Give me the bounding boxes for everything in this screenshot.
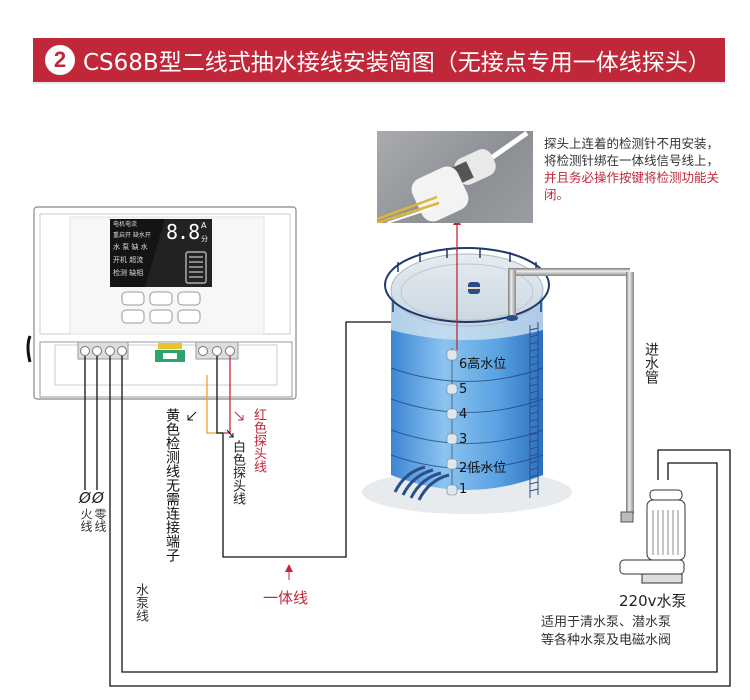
ladder-rung [529,376,539,380]
ladder-rung [529,334,539,338]
lcd-unit-a: A [201,221,207,230]
ladder-rung [529,390,539,394]
lcd-row-start: 开机 超流 [113,256,144,264]
fire-wire-label: 火线 [79,508,93,532]
ladder-rung [529,362,539,366]
yellow-wire-label: 黄色检测线无需连接端子 [164,408,180,562]
controller-button-4 [121,309,145,324]
level-label-4: 4 [459,407,468,422]
ladder-rung [529,467,539,471]
controller-unit [26,206,297,400]
ladder-rung [529,481,539,485]
zero-symbol: Ø [92,489,104,507]
probe-install-note: 探头上连着的检测针不用安装，将检测针绑在一体线信号线上，并且务必操作按键将检测功… [544,135,730,203]
ladder-rung [529,327,539,331]
ladder-rung [529,369,539,373]
terminal-block-left [77,341,129,360]
ladder-rung [529,446,539,450]
probe-photo [377,131,533,223]
water-tank [362,247,572,514]
diagram-title: CS68B型二线式抽水接线安装简图（无接点专用一体线探头） [83,50,711,76]
ladder-rung [529,453,539,457]
zero-wire-label: 零线 [93,508,107,532]
submersible-pump [619,489,686,584]
pump-title: 220v水泵 [619,592,687,610]
controller-button-1 [121,291,145,306]
controller-button-3 [177,291,201,306]
ladder-rung [529,397,539,401]
ladder-rung [529,439,539,443]
ladder-rung [529,474,539,478]
lcd-row-pump: 水 泵 缺 水 [113,243,148,251]
ladder-rung [529,418,539,422]
ladder-rung [529,383,539,387]
controller-button-6 [177,309,201,324]
title-banner: 2 CS68B型二线式抽水接线安装简图（无接点专用一体线探头） [33,38,725,84]
lcd-unit-min: 分 [201,235,208,243]
lcd-digits: 8.8 [166,220,200,244]
pump-wires [109,356,731,687]
lcd-row-restart: 重启开 缺水开 [113,232,151,239]
level-label-3: 3 [459,432,468,447]
red-probe-label: 红色探头线 [251,408,266,473]
ladder-rung [529,432,539,436]
ladder-rung [529,488,539,492]
lcd-row-detect: 检测 缺相 [113,269,144,277]
pump-description-2: 等各种水泵及电磁水阀 [541,633,672,648]
terminal-block-right [195,341,239,360]
pump-wire-label: 水泵线 [133,583,148,622]
ladder-rung [529,425,539,429]
ladder-rung [529,411,539,415]
controller-button-5 [149,309,173,324]
white-probe-label: 白色探头线 [230,440,245,505]
level-label-6: 6高水位 [459,357,507,372]
inlet-pipe [506,268,634,523]
level-label-1: 1 [459,482,468,497]
note-warning: 并且务必操作按键将检测功能关闭。 [544,170,720,202]
pump-description-1: 适用于清水泵、潜水泵 [541,615,672,630]
inlet-pipe-label: 进水管 [643,342,659,384]
ladder-rung [529,348,539,352]
note-text: 探头上连着的检测针不用安装，将检测针绑在一体线信号线上， [544,136,720,168]
integrated-wire-label: 一体线 [263,589,309,607]
level-label-2: 2低水位 [459,461,507,476]
fuse-holder [158,343,182,349]
power-wires [84,356,98,490]
ladder-rung [529,355,539,359]
ladder-rung [529,404,539,408]
tank-ladder [529,322,539,498]
float-probes [446,348,458,496]
lcd-motor-current: 电机电流 [113,221,138,228]
ladder-rung [529,460,539,464]
step-number-badge: 2 [45,45,75,75]
level-label-5: 5 [459,382,468,397]
controller-button-2 [149,291,173,306]
fire-symbol: Ø [79,489,91,507]
ladder-rung [529,341,539,345]
